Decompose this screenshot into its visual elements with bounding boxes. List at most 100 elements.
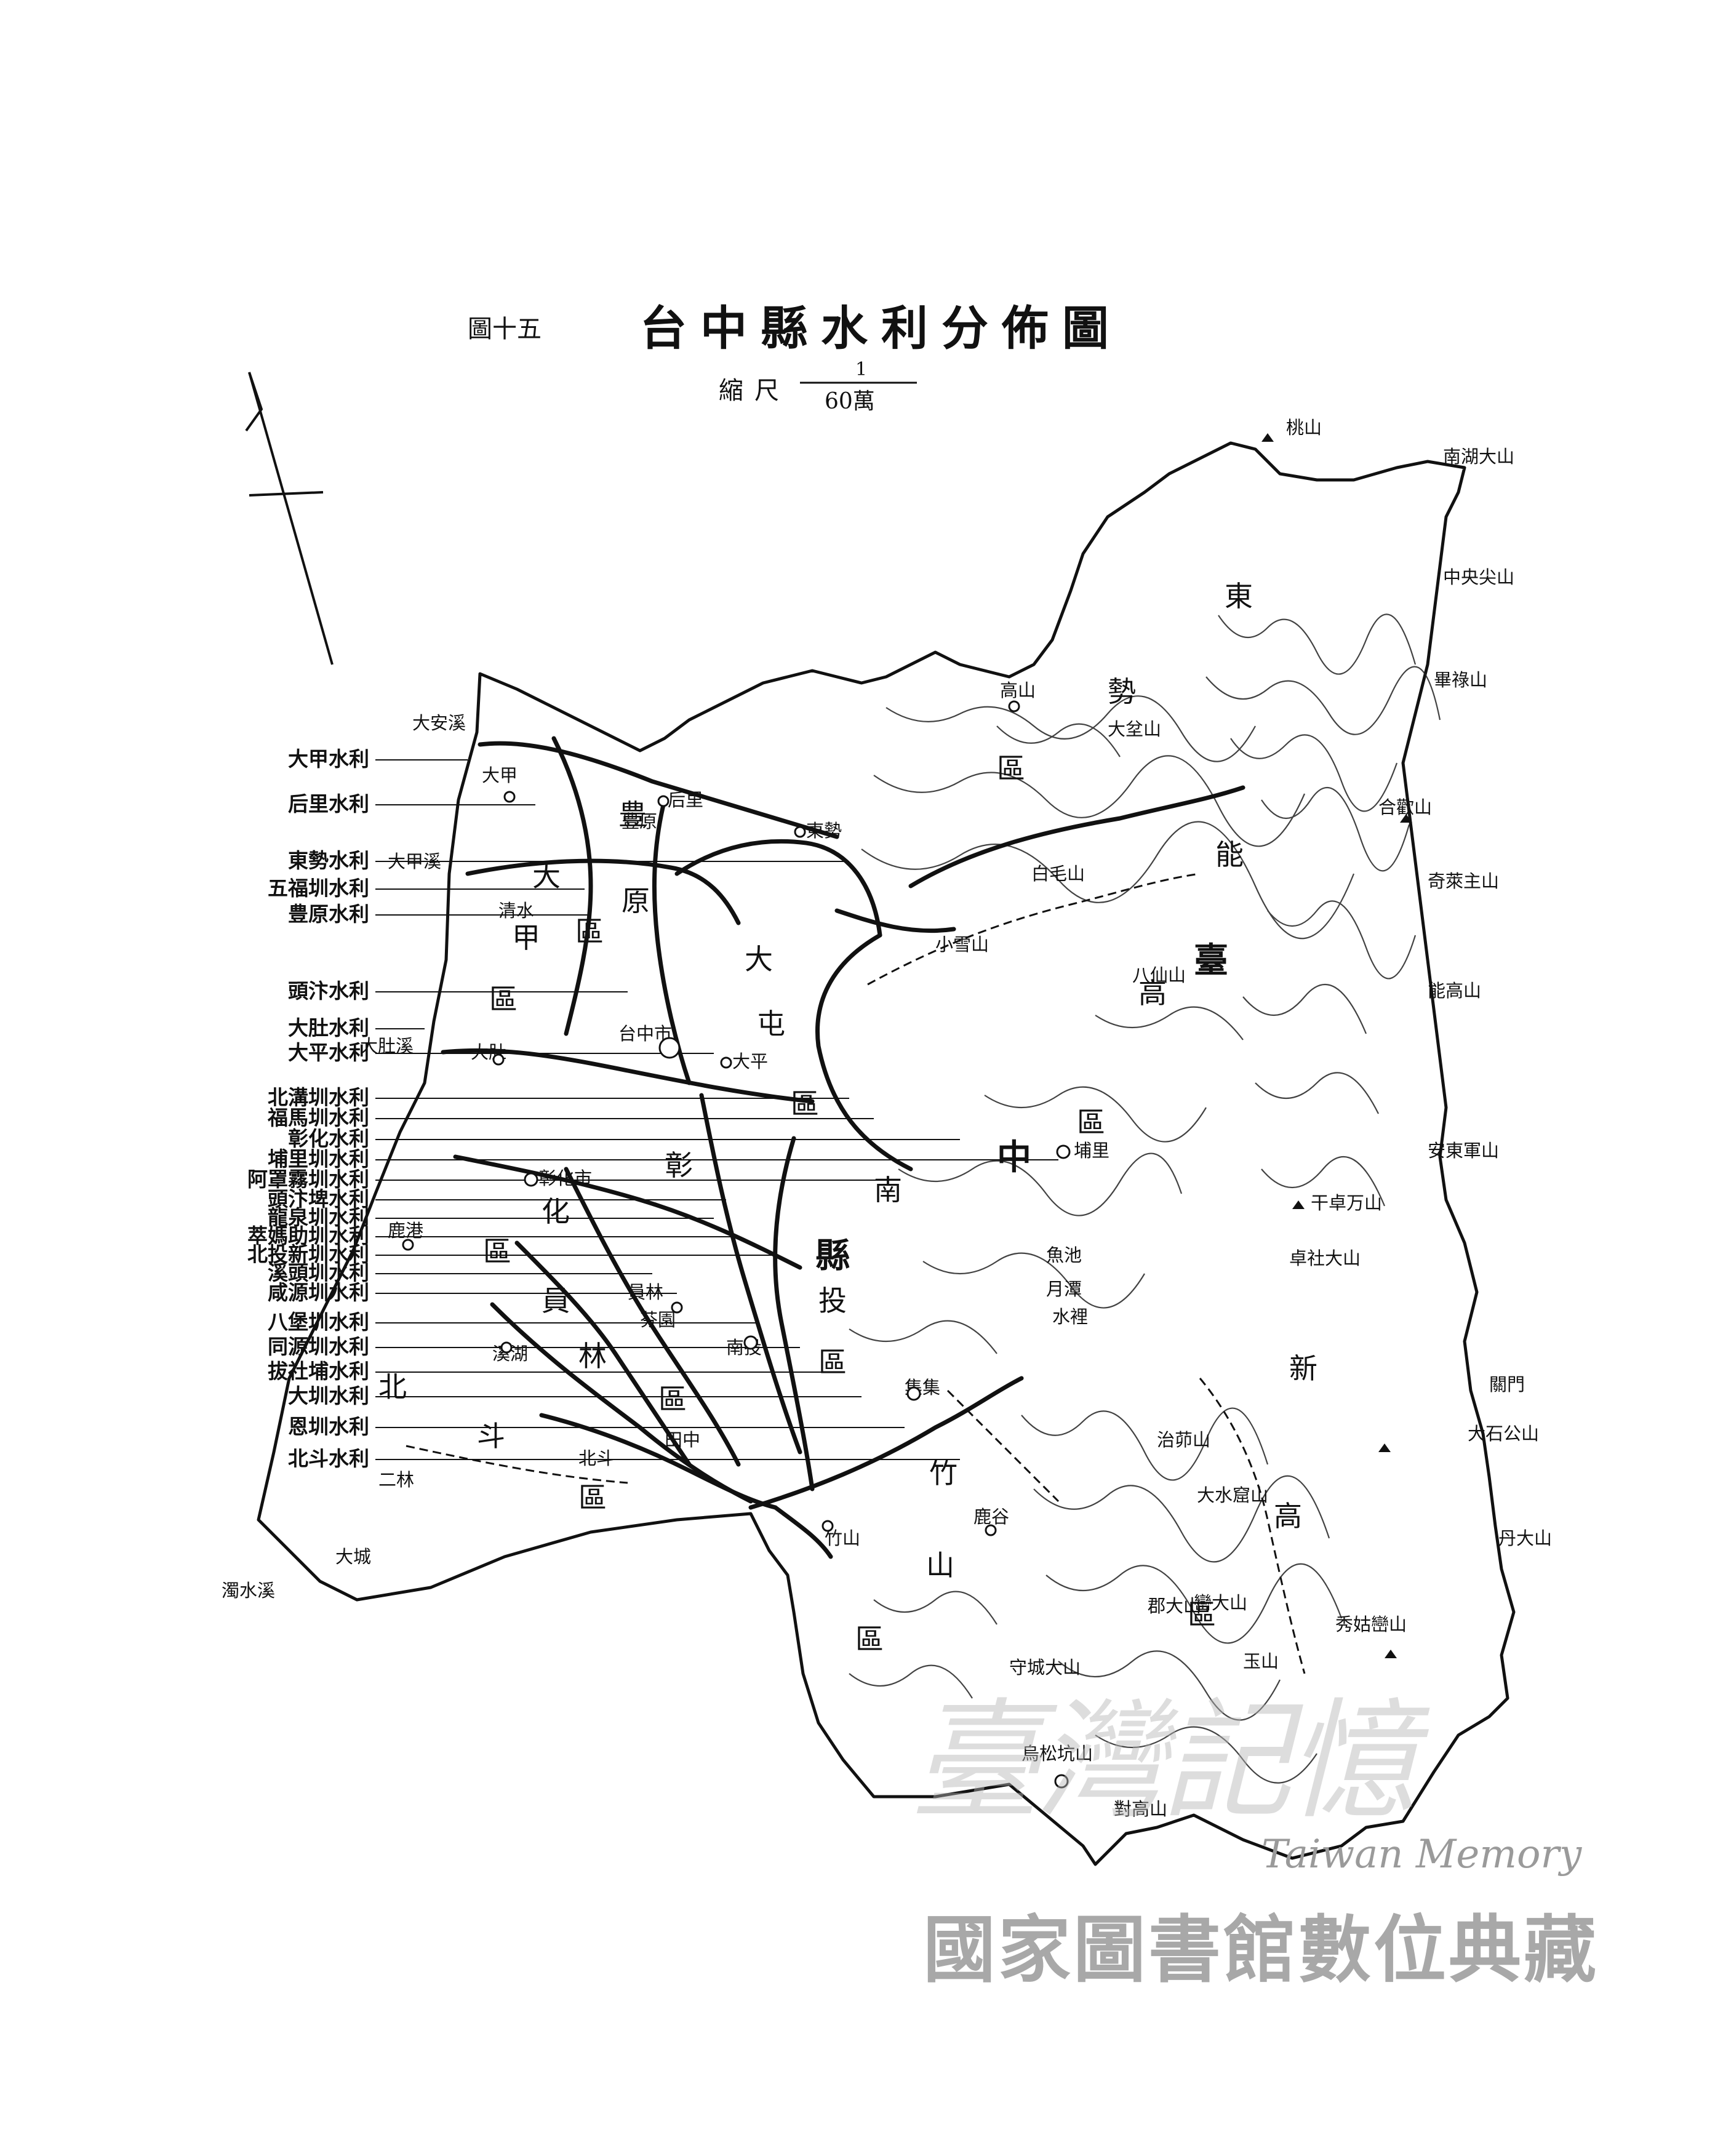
- map-title: 台中縣水利分佈圖: [640, 301, 1122, 356]
- mountain-label: 八仙山: [1132, 965, 1186, 986]
- district-char: 高: [1138, 976, 1167, 1010]
- district-char: 屯: [757, 1007, 785, 1040]
- mountain-label: 畢祿山: [1434, 669, 1487, 690]
- town-label: 員林: [628, 1282, 663, 1303]
- mountain-label: 秀姑巒山: [1335, 1614, 1407, 1635]
- town-label: 水裡: [1052, 1306, 1088, 1327]
- district-char: 區: [855, 1623, 884, 1656]
- river-label: 大肚溪: [360, 1036, 414, 1056]
- legend-item: 溪頭圳水利: [268, 1261, 369, 1285]
- mountain-label: 奇萊主山: [1428, 871, 1499, 892]
- town-label: 魚池: [1046, 1245, 1082, 1266]
- district-char: 中: [997, 1137, 1031, 1178]
- district-char: 區: [578, 1481, 607, 1514]
- watermark: 臺灣記憶 Taiwan Memory 國家圖書館數位典藏: [911, 1686, 1599, 1992]
- legend-item: 恩圳水利: [288, 1415, 369, 1439]
- place-labels: 大甲后里豊原東勢清水台中市大平大肚鹿港彰化市員林芬園南投溪湖北斗田中二林大城集集…: [222, 417, 1552, 1819]
- district-char: 臺: [1194, 940, 1228, 981]
- north-arrow-icon: [245, 372, 334, 665]
- contour-lines: [849, 613, 1441, 1784]
- district-char: 區: [997, 752, 1025, 785]
- mountain-label: 能高山: [1428, 980, 1481, 1001]
- district-char: 東: [1225, 580, 1253, 613]
- district-char: 竹: [929, 1456, 957, 1490]
- district-char: 山: [926, 1549, 954, 1582]
- district-char: 彰: [665, 1149, 693, 1182]
- district-char: 豊: [618, 798, 647, 831]
- town-label: 鹿港: [388, 1220, 423, 1241]
- legend-item: 后里水利: [288, 792, 369, 816]
- river-label: 大安溪: [412, 713, 466, 733]
- district-char: 區: [1188, 1598, 1216, 1631]
- mountain-label: 大水窟山: [1197, 1485, 1268, 1506]
- town-label: 埔里: [1074, 1140, 1109, 1161]
- legend-item: 彰化水利: [288, 1127, 369, 1151]
- mountain-label: 巒大山: [1194, 1592, 1247, 1613]
- town-label: 二林: [378, 1469, 414, 1490]
- district-char: 員: [542, 1284, 570, 1317]
- district-labels: 東 勢 區 大 甲 區 豊 原 區 大 屯 區 能 高 區 臺 中 縣 彰 化 …: [378, 580, 1317, 1656]
- district-char: 投: [818, 1284, 847, 1317]
- scale-label: 縮尺: [719, 377, 790, 405]
- mountain-label: 卓社大山: [1289, 1248, 1361, 1269]
- mountain-label: 白毛山: [1031, 863, 1085, 884]
- legend-item: 東勢水利: [288, 848, 369, 872]
- scale-numerator: 1: [855, 359, 867, 380]
- town-label: 鹿谷: [973, 1506, 1009, 1527]
- mountain-label: 南湖大山: [1443, 446, 1514, 467]
- mountain-label: 烏松坑山: [1021, 1743, 1093, 1764]
- town-label: 月潭: [1046, 1279, 1082, 1300]
- town-label: 大城: [335, 1546, 371, 1567]
- district-char: 區: [483, 1235, 511, 1268]
- figure-number: 圖十五: [468, 315, 542, 343]
- legend-item: 頭汴水利: [288, 979, 369, 1003]
- town-label: 彰化市: [538, 1168, 592, 1189]
- district-char: 縣: [815, 1236, 850, 1276]
- legend-item: 頭汴埤水利: [268, 1187, 369, 1211]
- mountain-label: 小雪山: [935, 934, 989, 955]
- district-char: 化: [542, 1195, 570, 1228]
- mountain-label: 郡大山: [1148, 1595, 1201, 1616]
- legend-item: 北投新圳水利: [247, 1242, 369, 1266]
- town-label: 清水: [498, 900, 534, 921]
- mountain-label: 大石公山: [1468, 1423, 1539, 1444]
- district-char: 北: [378, 1370, 407, 1403]
- town-label: 大平: [732, 1051, 768, 1072]
- legend-item: 同源圳水利: [268, 1335, 369, 1359]
- mountain-label: 安東軍山: [1428, 1140, 1499, 1161]
- district-char: 新: [1289, 1352, 1317, 1385]
- mountain-label: 守城大山: [1009, 1657, 1081, 1678]
- legend-item: 大甲水利: [288, 747, 369, 771]
- mountain-label: 大坌山: [1108, 719, 1161, 740]
- watermark-brand-en: Taiwan Memory: [1261, 1832, 1582, 1877]
- mountain-label: 合歡山: [1378, 797, 1432, 818]
- legend-item: 北斗水利: [288, 1447, 369, 1471]
- district-char: 區: [818, 1346, 847, 1379]
- legend-item: 大圳水利: [288, 1384, 369, 1408]
- watermark-brand: 臺灣記憶: [911, 1686, 1430, 1837]
- town-label: 豊原: [622, 811, 657, 832]
- town-markers: [402, 700, 1071, 1789]
- watermark-org: 國家圖書館數位典藏: [923, 1907, 1599, 1992]
- legend-item: 豊原水利: [288, 902, 369, 926]
- town-label: 大甲: [482, 765, 518, 786]
- district-char: 能: [1215, 838, 1244, 871]
- river-label: 濁水溪: [222, 1580, 275, 1601]
- legend-item: 拔社埔水利: [268, 1359, 369, 1383]
- district-char: 南: [874, 1173, 902, 1207]
- mountain-label: 對高山: [1114, 1799, 1167, 1819]
- mountain-label: 關門: [1489, 1374, 1525, 1395]
- district-char: 區: [791, 1087, 819, 1120]
- legend-item: 咸源圳水利: [268, 1280, 369, 1304]
- mountain-label: 桃山: [1286, 417, 1322, 438]
- town-label: 竹山: [825, 1528, 860, 1549]
- district-char: 勢: [1108, 675, 1136, 708]
- town-label: 田中: [665, 1429, 700, 1450]
- legend-item: 五福圳水利: [268, 876, 369, 900]
- county-outline: [257, 441, 1516, 1866]
- town-label: 芬園: [640, 1309, 676, 1330]
- legend-item: 龍泉圳水利: [268, 1205, 369, 1229]
- legend-item: 北溝圳水利: [268, 1085, 369, 1109]
